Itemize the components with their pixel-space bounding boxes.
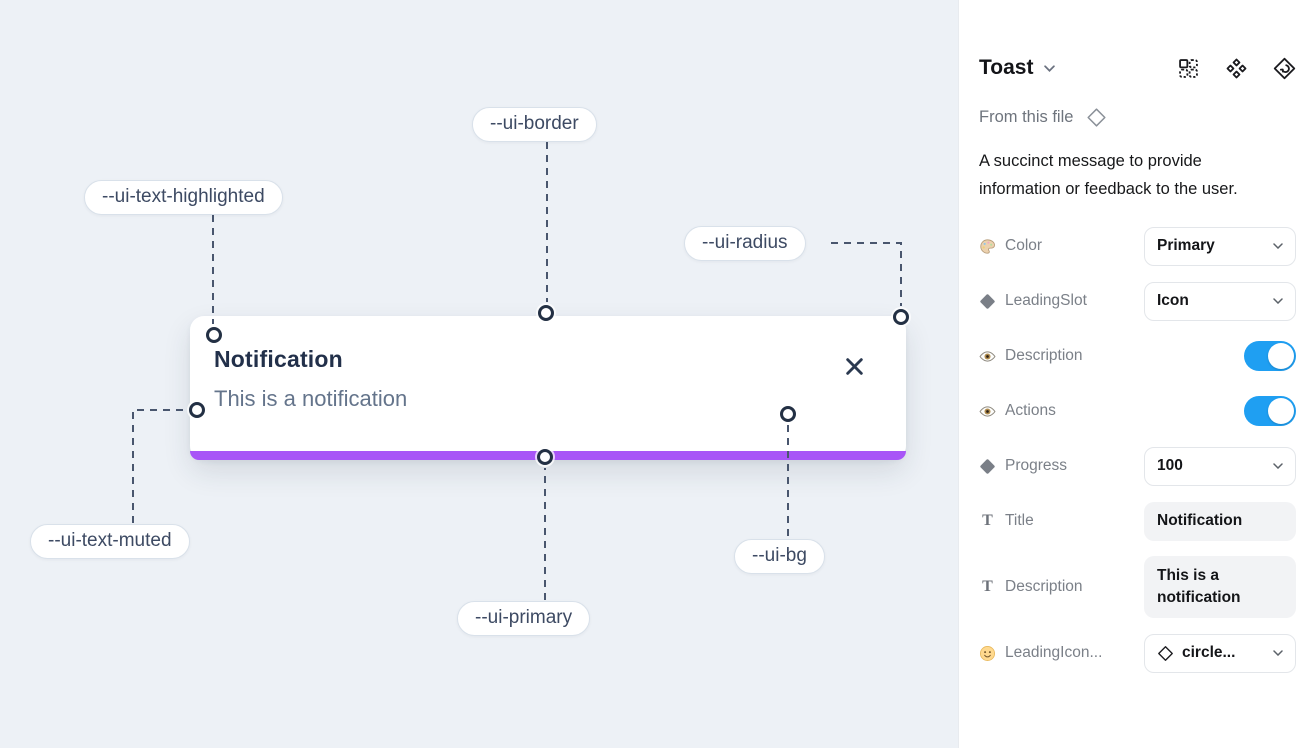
toast-description: This is a notification bbox=[214, 386, 408, 411]
inspector-panel: Toast bbox=[958, 0, 1312, 748]
progress-select[interactable]: 100 bbox=[1144, 446, 1296, 486]
prop-row-color: Color Primary bbox=[979, 226, 1296, 266]
annotation-ui-primary[interactable]: --ui-primary bbox=[457, 601, 591, 636]
component-selector[interactable]: Toast bbox=[979, 56, 1056, 80]
instance-grid-icon[interactable] bbox=[1177, 57, 1200, 80]
component-name: Toast bbox=[979, 56, 1034, 79]
chevron-down-icon bbox=[1273, 650, 1283, 656]
toast-title: Notification bbox=[214, 346, 343, 372]
prop-row-description-toggle: Description bbox=[979, 336, 1296, 376]
annotation-ui-border[interactable]: --ui-border bbox=[472, 107, 597, 142]
color-select[interactable]: Primary bbox=[1144, 226, 1296, 266]
annotation-ui-text-muted[interactable]: --ui-text-muted bbox=[30, 524, 190, 559]
text-icon: T bbox=[982, 512, 993, 529]
prop-label-actions: Actions bbox=[979, 402, 1056, 420]
palette-icon bbox=[979, 238, 996, 255]
properties-list: Color Primary LeadingSlot Icon bbox=[979, 226, 1296, 673]
prop-name: Title bbox=[1005, 512, 1034, 529]
prop-name: Progress bbox=[1005, 457, 1068, 474]
leadingicon-select[interactable]: circle... bbox=[1144, 633, 1296, 673]
prop-label-leadingslot: LeadingSlot bbox=[979, 292, 1087, 310]
chevron-down-icon bbox=[1273, 463, 1283, 469]
close-icon bbox=[845, 357, 863, 375]
prop-label-leadingicon: LeadingIcon... bbox=[979, 644, 1102, 662]
toast-close-button[interactable] bbox=[842, 354, 866, 378]
toggle-knob bbox=[1268, 398, 1294, 424]
prop-row-title: T Title Notification bbox=[979, 501, 1296, 541]
prop-row-actions-toggle: Actions bbox=[979, 391, 1296, 431]
text-icon: T bbox=[982, 578, 993, 595]
source-label: From this file bbox=[979, 108, 1074, 126]
panel-toolbar bbox=[1177, 57, 1296, 80]
annotation-ui-radius[interactable]: --ui-radius bbox=[684, 226, 806, 261]
chevron-down-icon bbox=[1273, 298, 1283, 304]
eye-icon bbox=[979, 348, 996, 365]
prop-row-leadingicon: LeadingIcon... circle... bbox=[979, 633, 1296, 673]
revert-diamond-icon[interactable] bbox=[1273, 57, 1296, 80]
component-icon[interactable] bbox=[1225, 57, 1248, 80]
diamond-outline-icon bbox=[1158, 645, 1173, 661]
panel-header: Toast bbox=[979, 56, 1296, 80]
chevron-down-icon bbox=[1273, 243, 1283, 249]
prop-row-leadingslot: LeadingSlot Icon bbox=[979, 281, 1296, 321]
prop-name: LeadingIcon... bbox=[1005, 644, 1103, 661]
prop-label-title: T Title bbox=[979, 512, 1034, 530]
prop-name: Color bbox=[1005, 237, 1043, 254]
prop-label-color: Color bbox=[979, 237, 1042, 255]
prop-label-description-field: T Description bbox=[979, 578, 1083, 596]
prop-name: Description bbox=[1005, 578, 1083, 595]
prop-name: LeadingSlot bbox=[1005, 292, 1087, 309]
annotation-ui-text-highlighted[interactable]: --ui-text-highlighted bbox=[84, 180, 283, 215]
design-canvas[interactable]: Notification This is a notification --ui… bbox=[0, 0, 958, 748]
diamond-icon bbox=[979, 293, 996, 310]
description-toggle[interactable] bbox=[1244, 341, 1296, 371]
prop-label-progress: Progress bbox=[979, 457, 1067, 475]
toast-component-preview[interactable]: Notification This is a notification bbox=[190, 316, 906, 460]
prop-row-description-field: T Description This is a notification bbox=[979, 556, 1296, 618]
title-field[interactable]: Notification bbox=[1144, 501, 1296, 541]
eye-icon bbox=[979, 403, 996, 420]
smiley-icon bbox=[979, 645, 996, 662]
prop-row-progress: Progress 100 bbox=[979, 446, 1296, 486]
chevron-down-icon bbox=[1044, 64, 1056, 72]
component-description: A succinct message to provide informatio… bbox=[979, 152, 1238, 198]
annotation-ui-bg[interactable]: --ui-bg bbox=[734, 539, 825, 574]
diamond-outline-icon bbox=[1087, 108, 1106, 127]
component-source: From this file bbox=[979, 107, 1296, 128]
actions-toggle[interactable] bbox=[1244, 396, 1296, 426]
description-field[interactable]: This is a notification bbox=[1144, 556, 1296, 618]
prop-name: Actions bbox=[1005, 402, 1056, 419]
toast-progress-bar bbox=[190, 451, 906, 460]
prop-name: Description bbox=[1005, 347, 1083, 364]
prop-label-description: Description bbox=[979, 347, 1083, 365]
leadingslot-select[interactable]: Icon bbox=[1144, 281, 1296, 321]
diamond-icon bbox=[979, 458, 996, 475]
toggle-knob bbox=[1268, 343, 1294, 369]
